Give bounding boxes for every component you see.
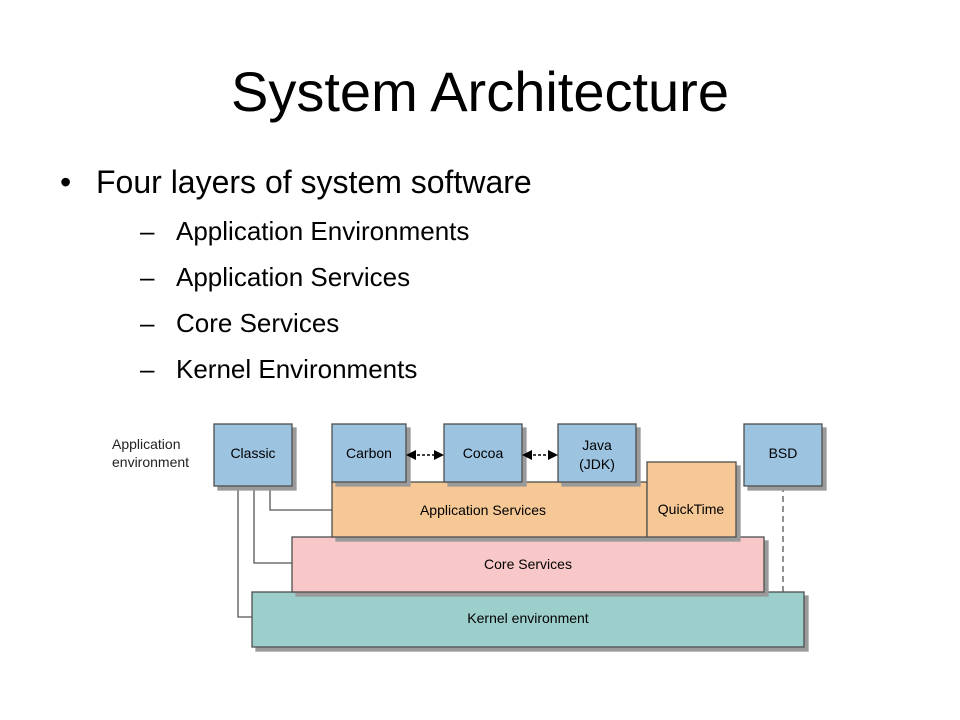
application-services-label: Application Services	[420, 502, 546, 518]
bullet-item: • Four layers of system software – Appli…	[60, 160, 532, 392]
cocoa-label: Cocoa	[463, 445, 504, 461]
kernel-environment-box: Kernel environment	[251, 591, 805, 648]
carbon-label: Carbon	[346, 445, 392, 461]
java-label: Java	[582, 437, 612, 453]
sub-bullet-text: Application Services	[176, 262, 411, 292]
sub-bullet-item: – Application Services	[96, 254, 532, 300]
dash-icon: –	[140, 354, 155, 384]
java-box: Java (JDK)	[557, 423, 637, 483]
dash-icon: –	[140, 308, 155, 338]
double-arrow-icon	[522, 450, 558, 460]
sub-bullet-item: – Application Environments	[96, 208, 532, 254]
application-services-box: Application Services	[331, 481, 648, 538]
side-label-line2: environment	[112, 454, 189, 470]
quicktime-box: QuickTime	[646, 461, 737, 538]
bullet-text: Four layers of system software	[96, 164, 532, 200]
dash-icon: –	[140, 216, 155, 246]
classic-label: Classic	[230, 445, 275, 461]
bsd-label: BSD	[769, 445, 798, 461]
double-arrow-icon	[406, 450, 444, 460]
core-services-label: Core Services	[484, 556, 572, 572]
bullet-dot-icon: •	[60, 164, 72, 200]
sub-bullet-text: Kernel Environments	[176, 354, 418, 384]
sub-bullet-list: – Application Environments – Application…	[96, 208, 532, 392]
dash-icon: –	[140, 262, 155, 292]
quicktime-label: QuickTime	[658, 501, 725, 517]
bsd-box: BSD	[743, 423, 823, 487]
slide-title: System Architecture	[231, 60, 729, 123]
bullet-list: • Four layers of system software – Appli…	[60, 160, 532, 392]
sub-bullet-item: – Core Services	[96, 300, 532, 346]
connector-lines	[237, 486, 332, 618]
side-label-line1: Application	[112, 436, 181, 452]
kernel-label: Kernel environment	[467, 610, 589, 626]
sub-bullet-text: Core Services	[176, 308, 340, 338]
jdk-label: (JDK)	[579, 456, 615, 472]
sub-bullet-item: – Kernel Environments	[96, 346, 532, 392]
core-services-box: Core Services	[291, 536, 765, 593]
carbon-box: Carbon	[331, 423, 407, 483]
sub-bullet-text: Application Environments	[176, 216, 470, 246]
classic-box: Classic	[213, 423, 293, 487]
cocoa-box: Cocoa	[443, 423, 523, 483]
